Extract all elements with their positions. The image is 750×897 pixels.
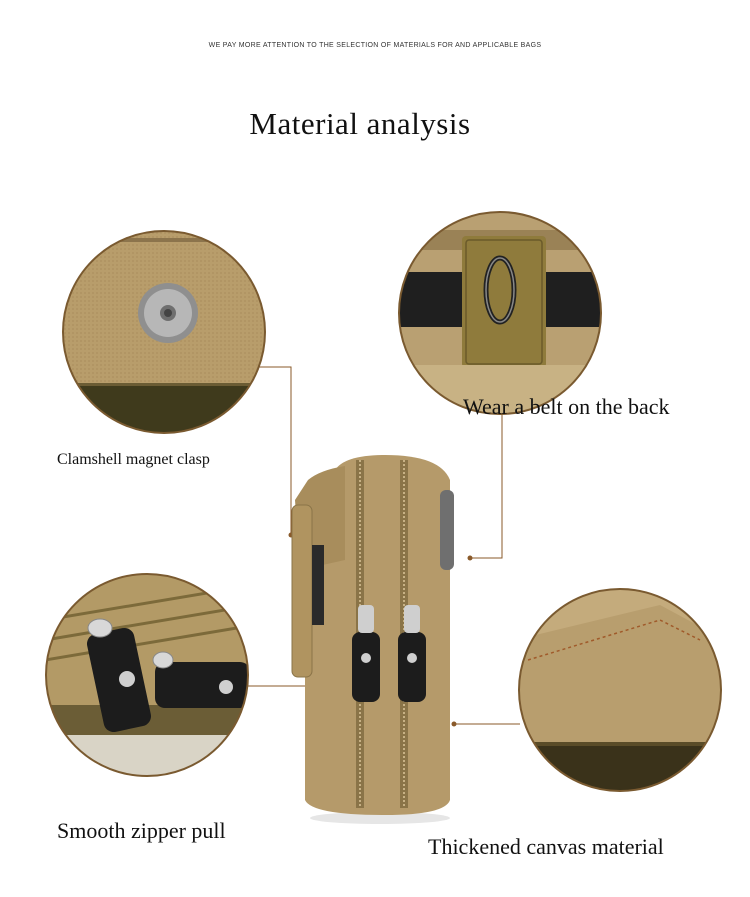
tagline: WE PAY MORE ATTENTION TO THE SELECTION O…: [208, 42, 542, 49]
feature-label-belt: Wear a belt on the back: [463, 394, 670, 419]
belt-loop-detail-photo: [399, 212, 601, 414]
page-title: Material analysis: [249, 106, 471, 141]
zipper-detail-photo: [46, 574, 248, 776]
feature-label-canvas: Thickened canvas material: [428, 834, 664, 859]
feature-label-clasp: Clamshell magnet clasp: [57, 451, 210, 468]
leader-clasp: [258, 366, 292, 535]
leader-belt: [470, 385, 503, 559]
canvas-detail-photo: [519, 589, 721, 791]
feature-label-zipper: Smooth zipper pull: [57, 818, 226, 843]
bag-photo: [291, 455, 454, 824]
